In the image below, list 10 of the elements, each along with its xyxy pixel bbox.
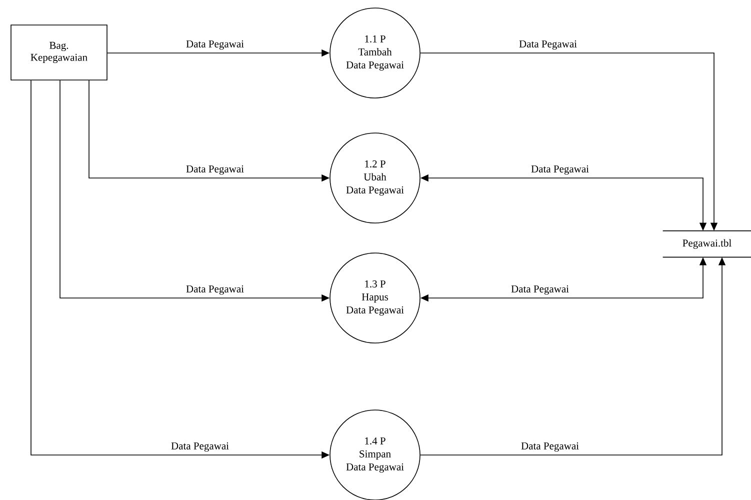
edge-label: Data Pegawai — [170, 441, 230, 453]
entity-box: Bag. Kepegawaian — [10, 24, 108, 80]
edge-label: Data Pegawai — [185, 39, 246, 51]
edge-label: Data Pegawai — [518, 39, 578, 51]
edge-label: Data Pegawai — [510, 284, 570, 296]
data-store: Pegawai.tbl — [662, 230, 751, 258]
edge-label: Data Pegawai — [185, 164, 246, 176]
edge-label: Data Pegawai — [530, 164, 590, 176]
edge-label: Data Pegawai — [185, 284, 246, 296]
edge-label: Data Pegawai — [520, 441, 580, 453]
